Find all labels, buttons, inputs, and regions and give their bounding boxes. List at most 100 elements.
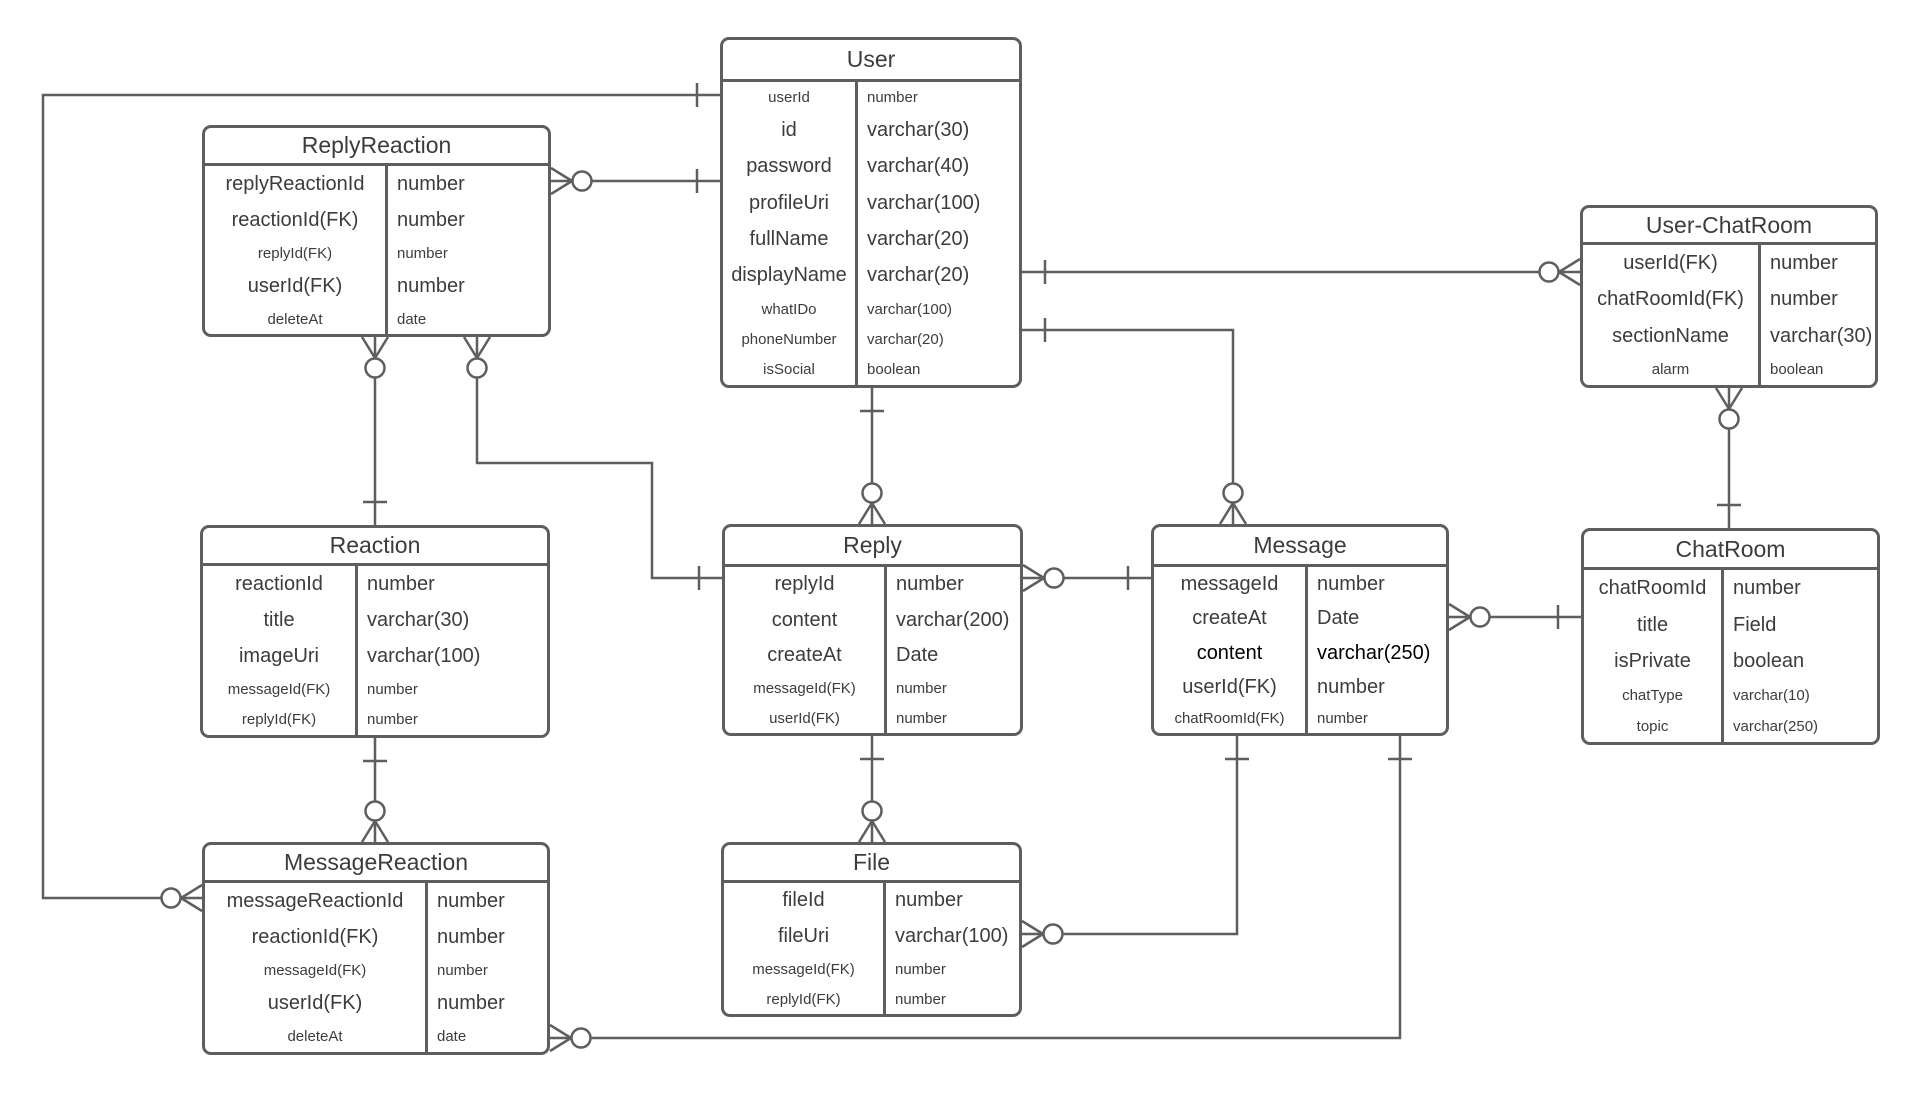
crow-foot-prong: [1448, 602, 1471, 619]
field-name: reactionId(FK): [231, 208, 359, 231]
connector-line: [1022, 736, 1239, 936]
entity-row: userId(FK) number: [1154, 670, 1446, 705]
field-type: number: [855, 82, 1019, 113]
crow-foot-prong: [373, 820, 390, 843]
field-name: isPrivate: [1614, 650, 1691, 673]
connector-reply-message: [1022, 563, 1151, 593]
entity-user-title: User: [723, 40, 1019, 82]
connector-replyreaction-reply: [462, 336, 722, 590]
field-type: number: [425, 919, 547, 956]
field-type: number: [1305, 670, 1446, 705]
crow-foot-prong: [1022, 563, 1045, 580]
connector-message-chatroom: [1448, 602, 1581, 632]
field-type: number: [355, 674, 547, 705]
entity-row: userId(FK)number: [205, 268, 548, 304]
crow-foot-prong: [1727, 387, 1744, 410]
zero-circle: [1042, 923, 1064, 945]
crow-foot-prong: [1558, 257, 1581, 274]
field-type: number: [385, 202, 548, 238]
connector-reaction-messagereaction: [360, 738, 390, 843]
field-type: varchar(40): [855, 148, 1019, 185]
entity-message-title: Message: [1154, 527, 1446, 567]
field-name: messageId(FK): [752, 960, 855, 978]
entity-row: whatIDo varchar(100): [723, 293, 1019, 325]
entity-row: userId(FK)number: [1583, 245, 1875, 282]
crow-foot-prong: [360, 336, 377, 359]
entity-row: userId(FK)number: [725, 703, 1020, 733]
field-type: number: [385, 238, 548, 268]
field-type: number: [425, 985, 547, 1022]
entity-row: chatRoomId(FK)number: [1583, 281, 1875, 318]
field-name: createAt: [1192, 607, 1267, 630]
crow-foot-prong: [1558, 270, 1581, 287]
connector-line: [475, 337, 722, 580]
field-name: whatIDo: [761, 300, 817, 318]
field-name: content: [1196, 641, 1263, 664]
entity-row: reactionId(FK) number: [205, 202, 548, 238]
entity-row: messageId(FK)number: [205, 955, 547, 986]
field-type: boolean: [855, 354, 1019, 385]
field-name: profileUri: [748, 191, 830, 214]
crow-foot-prong: [1021, 932, 1044, 949]
connector-user-messagereaction: [41, 83, 720, 913]
field-name: chatType: [1622, 687, 1683, 705]
zero-circle: [861, 800, 883, 822]
entity-user-chatroom-title: User-ChatRoom: [1583, 208, 1875, 245]
field-type: Date: [884, 638, 1020, 674]
zero-circle: [571, 170, 593, 192]
connector-user-message: [1022, 318, 1248, 525]
zero-circle: [1222, 482, 1244, 504]
entity-row: isSocial boolean: [723, 354, 1019, 385]
field-name: fileUri: [777, 925, 830, 948]
field-name: chatRoomId(FK): [1174, 710, 1285, 728]
field-name: userId(FK): [769, 709, 840, 727]
crow-foot-prong: [1231, 502, 1248, 525]
connector-reply-file: [857, 736, 887, 843]
field-name: topic: [1636, 718, 1669, 736]
field-type: number: [1758, 245, 1875, 282]
field-type: date: [385, 304, 548, 334]
field-type: number: [355, 566, 547, 603]
field-name: userId(FK): [1182, 675, 1277, 698]
field-type: number: [425, 955, 547, 986]
field-name: replyId(FK): [766, 990, 841, 1008]
field-type: varchar(100): [355, 638, 547, 675]
crow-foot-prong: [1022, 576, 1045, 593]
field-type: varchar(20): [855, 257, 1019, 294]
field-name: isSocial: [763, 361, 815, 379]
field-name: reactionId: [235, 572, 323, 595]
entity-row: replyId(FK)number: [203, 704, 547, 736]
field-type: number: [884, 567, 1020, 603]
field-type: varchar(100): [855, 293, 1019, 325]
field-name: reactionId(FK): [251, 925, 379, 948]
field-type: varchar(200): [884, 602, 1020, 639]
field-name: messageId(FK): [753, 680, 856, 698]
connector-line: [550, 736, 1402, 1040]
crow-foot-prong: [373, 336, 390, 359]
